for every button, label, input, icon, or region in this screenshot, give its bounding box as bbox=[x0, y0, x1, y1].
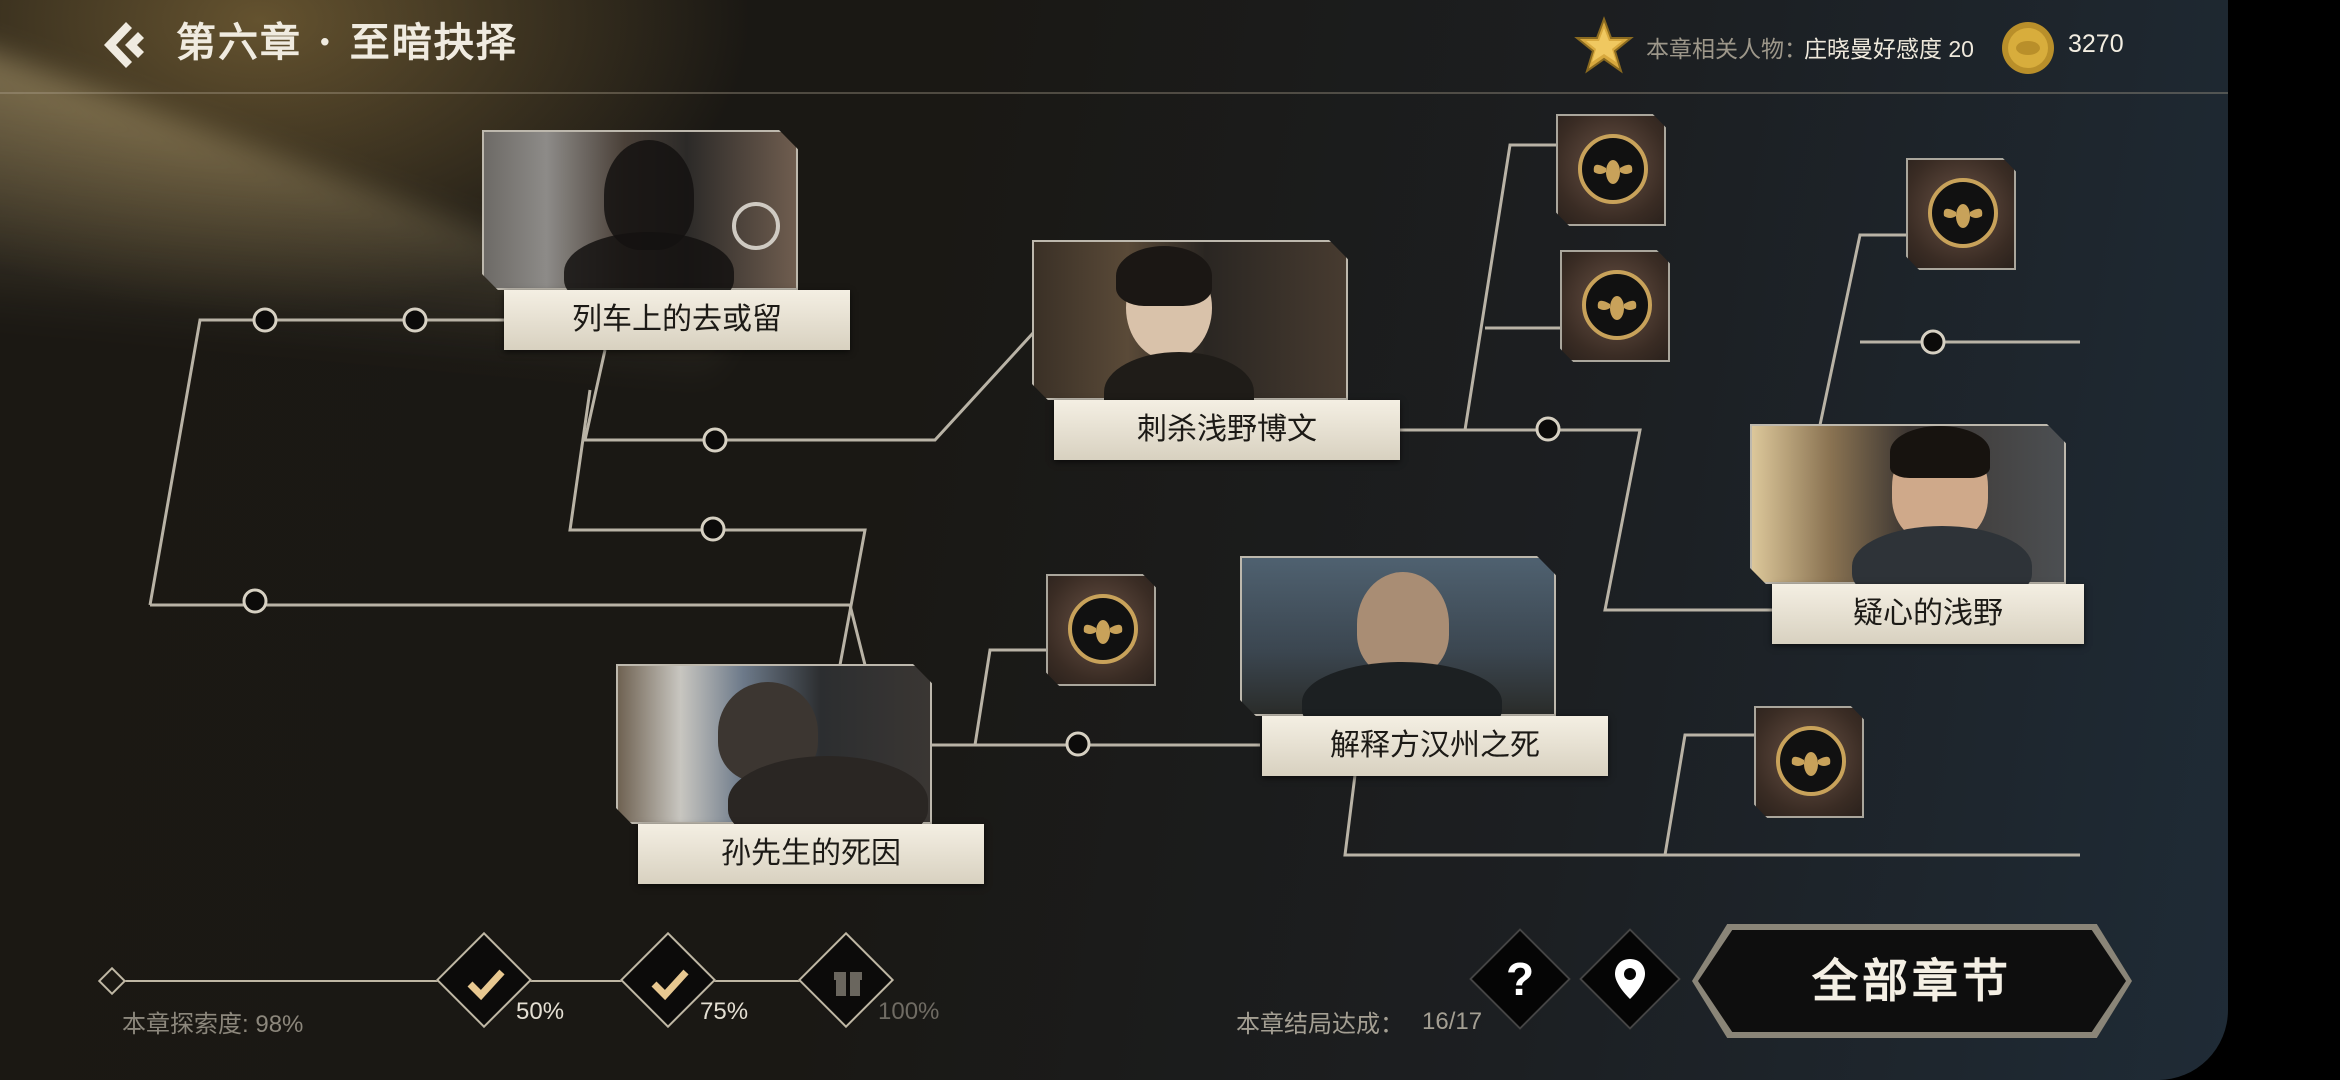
exploration-value: 98% bbox=[255, 1011, 304, 1038]
coin-count: 3270 bbox=[2068, 30, 2124, 58]
node-portrait bbox=[1032, 240, 1348, 400]
locked-node-4[interactable] bbox=[1046, 574, 1156, 686]
bee-emblem-icon bbox=[1068, 594, 1138, 664]
location-pin-icon bbox=[1615, 959, 1645, 999]
ending-label: 本章结局达成： bbox=[1236, 1011, 1404, 1038]
chapter-map-screen: 第六章 · 至暗抉择 本章相关人物： 庄晓曼好感度 20 3270 bbox=[0, 0, 2228, 1080]
node-label: 列车上的去或留 bbox=[504, 290, 850, 350]
milestone-50[interactable] bbox=[435, 931, 533, 1029]
header-divider bbox=[0, 92, 2228, 94]
node-label: 解释方汉州之死 bbox=[1262, 716, 1608, 776]
milestone-75[interactable] bbox=[619, 931, 717, 1029]
checkmark-icon bbox=[467, 969, 505, 1001]
node-portrait bbox=[1750, 424, 2066, 584]
bee-emblem-icon bbox=[1578, 134, 1648, 204]
node-label: 疑心的浅野 bbox=[1772, 584, 2084, 644]
node-portrait bbox=[482, 130, 798, 290]
node-portrait bbox=[1240, 556, 1556, 716]
exploration-label: 本章探索度: 98% bbox=[122, 1004, 303, 1039]
node-portrait bbox=[616, 664, 932, 824]
bee-emblem-icon bbox=[1928, 178, 1998, 248]
ending-value: 16/17 bbox=[1422, 1008, 1483, 1035]
back-icon[interactable] bbox=[100, 20, 150, 70]
star-icon bbox=[1574, 16, 1634, 74]
affinity-value: 庄晓曼好感度 20 bbox=[1804, 36, 1974, 62]
milestone-75-label: 75% bbox=[700, 998, 749, 1025]
bee-emblem-icon bbox=[1582, 270, 1652, 340]
locked-node-1[interactable] bbox=[1556, 114, 1666, 226]
story-branch-lines bbox=[148, 143, 2080, 857]
locked-node-2[interactable] bbox=[1560, 250, 1670, 362]
checkmark-icon bbox=[651, 969, 689, 1001]
map-button[interactable] bbox=[1579, 928, 1681, 1030]
locked-node-3[interactable] bbox=[1906, 158, 2016, 270]
related-character-label: 本章相关人物： bbox=[1646, 36, 1807, 62]
node-label: 刺杀浅野博文 bbox=[1054, 400, 1400, 460]
all-chapters-button[interactable]: 全部章节 bbox=[1698, 930, 2126, 1032]
bee-emblem-icon bbox=[1776, 726, 1846, 796]
milestone-100[interactable] bbox=[797, 931, 895, 1029]
all-chapters-label: 全部章节 bbox=[1812, 954, 2012, 1008]
chapter-title: 第六章 · 至暗抉择 bbox=[176, 19, 518, 66]
node-label: 孙先生的死因 bbox=[638, 824, 984, 884]
milestone-50-label: 50% bbox=[516, 998, 565, 1025]
coin-icon bbox=[2002, 22, 2054, 74]
question-mark-icon: ? bbox=[1505, 953, 1535, 1005]
gift-icon bbox=[834, 972, 862, 996]
locked-node-5[interactable] bbox=[1754, 706, 1864, 818]
milestone-100-label: 100% bbox=[878, 998, 940, 1025]
exploration-text: 本章探索度: bbox=[122, 1011, 249, 1038]
